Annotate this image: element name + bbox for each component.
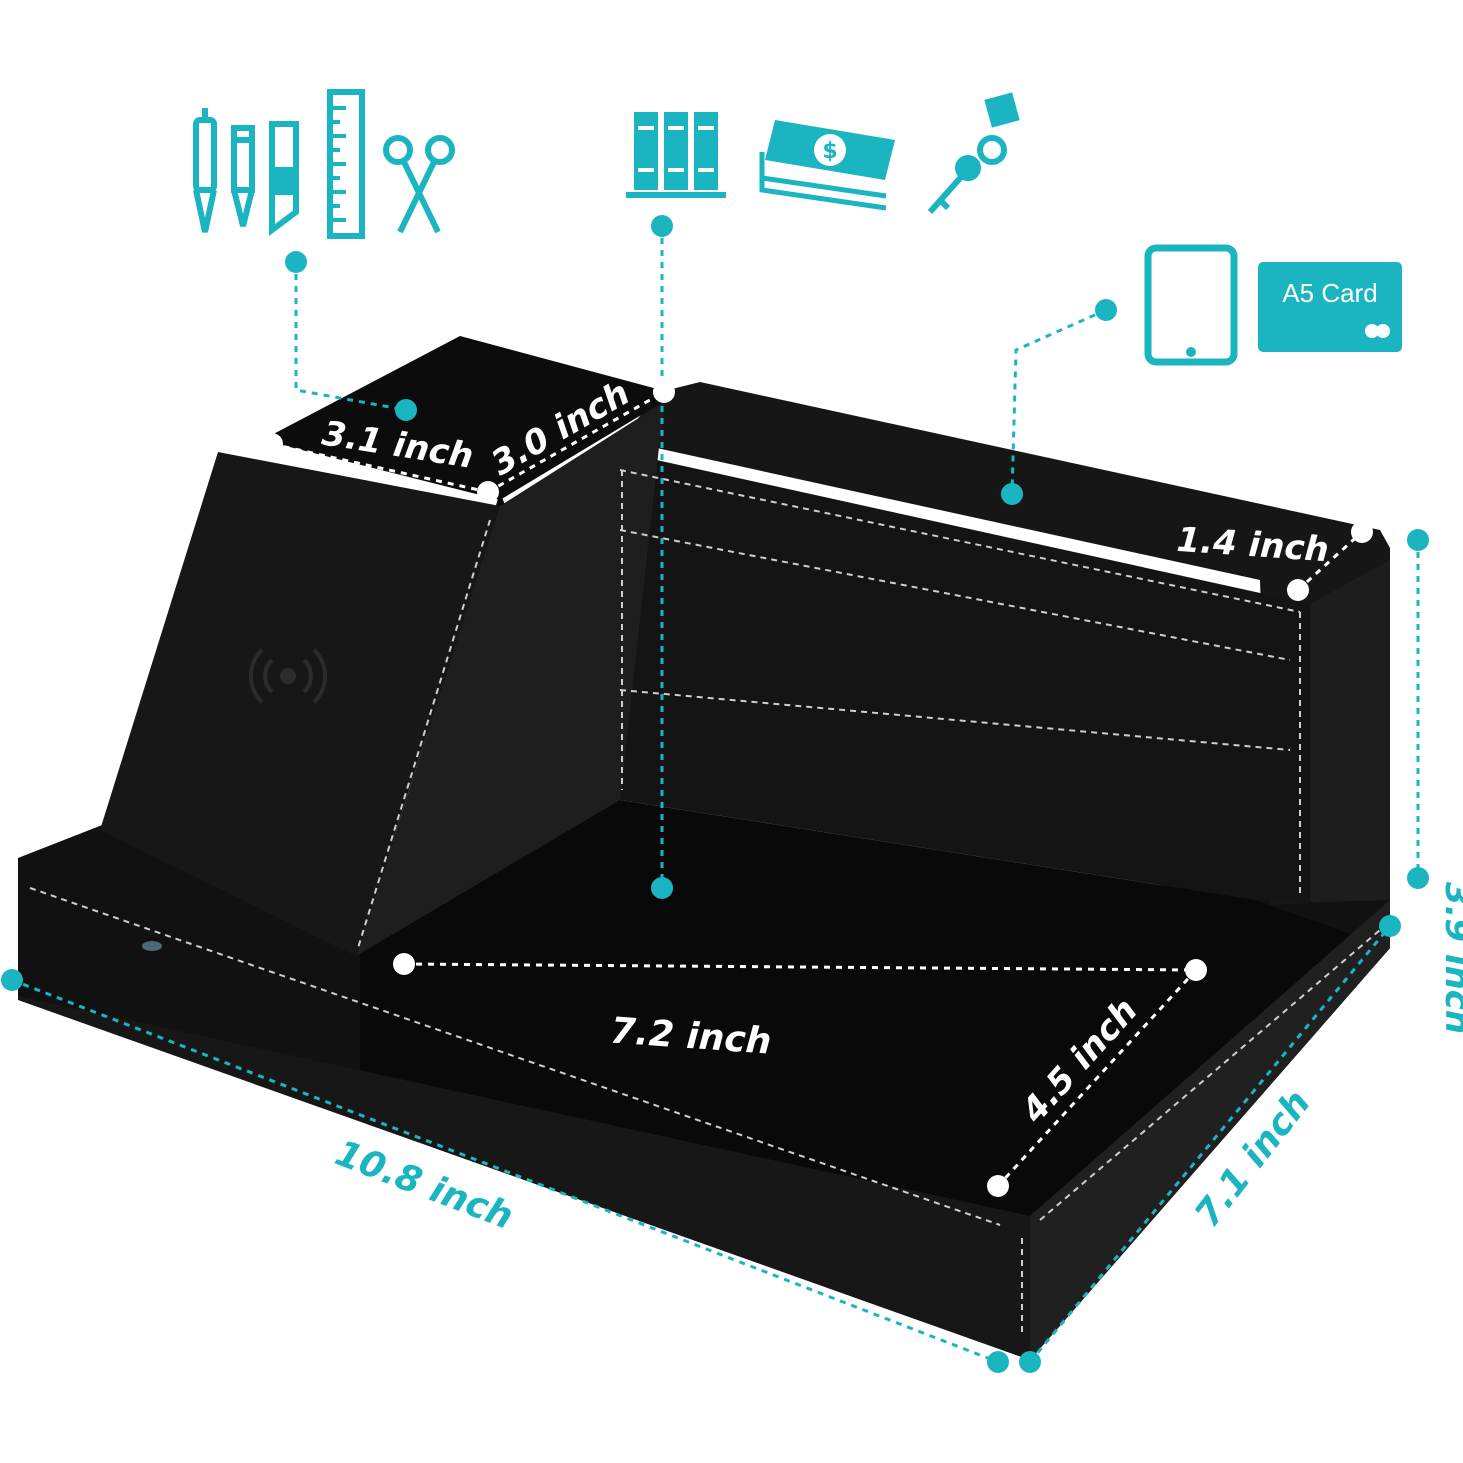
pen-icon bbox=[193, 108, 217, 233]
ruler-icon bbox=[327, 89, 365, 239]
a5-card-label: A5 Card bbox=[1282, 278, 1377, 308]
tablet-icon bbox=[1144, 244, 1238, 366]
overall-height-label: 3.9 inch bbox=[1437, 882, 1463, 1034]
svg-text:$: $ bbox=[822, 139, 837, 164]
keys-icon bbox=[927, 92, 1020, 214]
indicator-light bbox=[142, 941, 162, 951]
cash-stack-icon: $ bbox=[759, 120, 895, 211]
scissors-icon bbox=[383, 135, 455, 234]
pencil-icon bbox=[231, 125, 255, 227]
books-icon bbox=[626, 112, 726, 198]
a5-card-icon: A5 Card bbox=[1258, 262, 1402, 352]
utility-knife-icon bbox=[269, 121, 299, 236]
wireless-charging-icon bbox=[248, 648, 328, 704]
desk-organizer bbox=[18, 336, 1390, 1360]
